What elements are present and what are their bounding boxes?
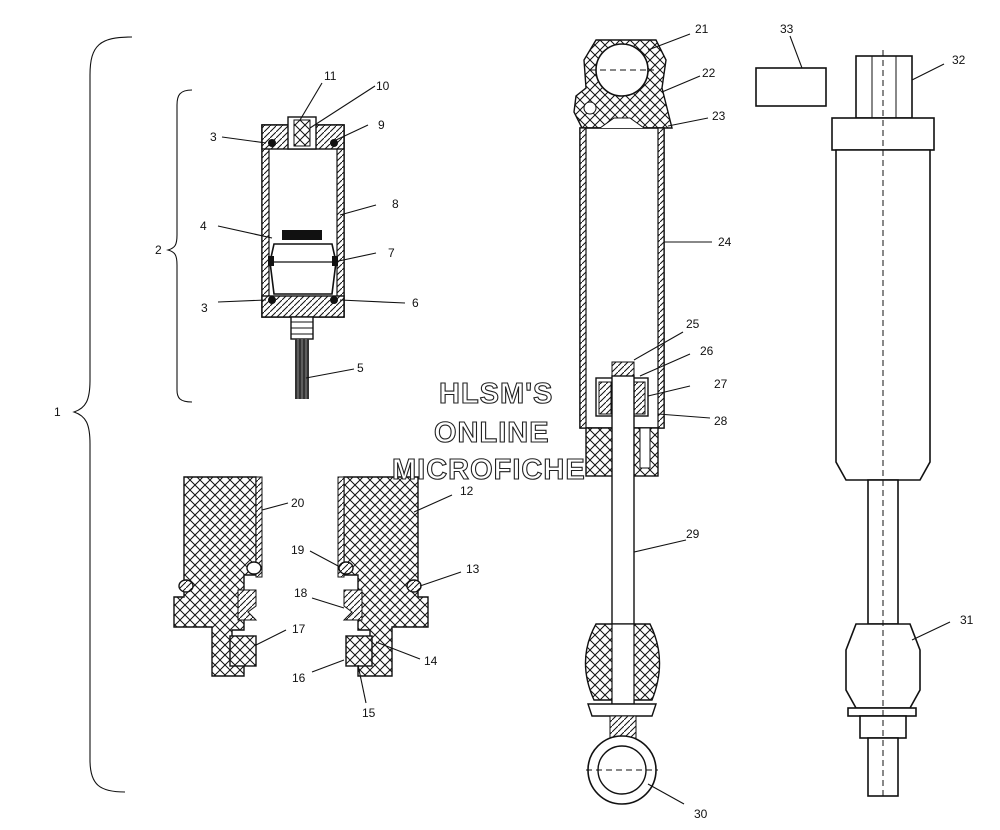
callout-14: 14: [424, 654, 438, 668]
shock-body: [573, 39, 673, 805]
callout-3b: 3: [201, 301, 208, 315]
callout-22: 22: [702, 66, 716, 80]
watermark-line-3: MICROFICHE: [392, 454, 586, 486]
seal-head-section: [173, 476, 429, 677]
callout-10: 10: [376, 79, 390, 93]
callout-32: 32: [952, 53, 966, 67]
callout-8: 8: [392, 197, 399, 211]
callouts: 1 2 3 3 4 5 6 7 8 9 10 11 12 13 14 15 16…: [54, 22, 974, 821]
watermark: HLSM'S ONLINE MICROFICHE: [391, 377, 586, 486]
callout-1: 1: [54, 405, 61, 419]
callout-33: 33: [780, 22, 794, 36]
callout-5: 5: [357, 361, 364, 375]
callout-20: 20: [291, 496, 305, 510]
callout-29: 29: [686, 527, 700, 541]
watermark-line-1: HLSM'S: [439, 378, 553, 410]
bracket-1: [72, 36, 133, 793]
callout-25: 25: [686, 317, 700, 331]
callout-27: 27: [714, 377, 728, 391]
callout-7: 7: [388, 246, 395, 260]
leader-lines: [217, 33, 951, 805]
callout-30: 30: [694, 807, 708, 821]
callout-19: 19: [291, 543, 305, 557]
callout-4: 4: [200, 219, 207, 233]
callout-16: 16: [292, 671, 306, 685]
callout-21: 21: [695, 22, 709, 36]
shock-exterior: [755, 50, 935, 800]
callout-2: 2: [155, 243, 162, 257]
callout-13: 13: [466, 562, 480, 576]
callout-11: 11: [324, 69, 337, 83]
callout-23: 23: [712, 109, 726, 123]
watermark-line-2: ONLINE: [434, 417, 550, 449]
callout-9: 9: [378, 118, 385, 132]
callout-12: 12: [460, 484, 474, 498]
callout-31: 31: [960, 613, 974, 627]
callout-6: 6: [412, 296, 419, 310]
callout-3a: 3: [210, 130, 217, 144]
callout-17: 17: [292, 622, 306, 636]
callout-15: 15: [362, 706, 376, 720]
callout-24: 24: [718, 235, 732, 249]
reservoir-assembly: [261, 116, 345, 399]
bracket-2: [166, 89, 193, 403]
callout-18: 18: [294, 586, 308, 600]
callout-28: 28: [714, 414, 728, 428]
callout-26: 26: [700, 344, 714, 358]
